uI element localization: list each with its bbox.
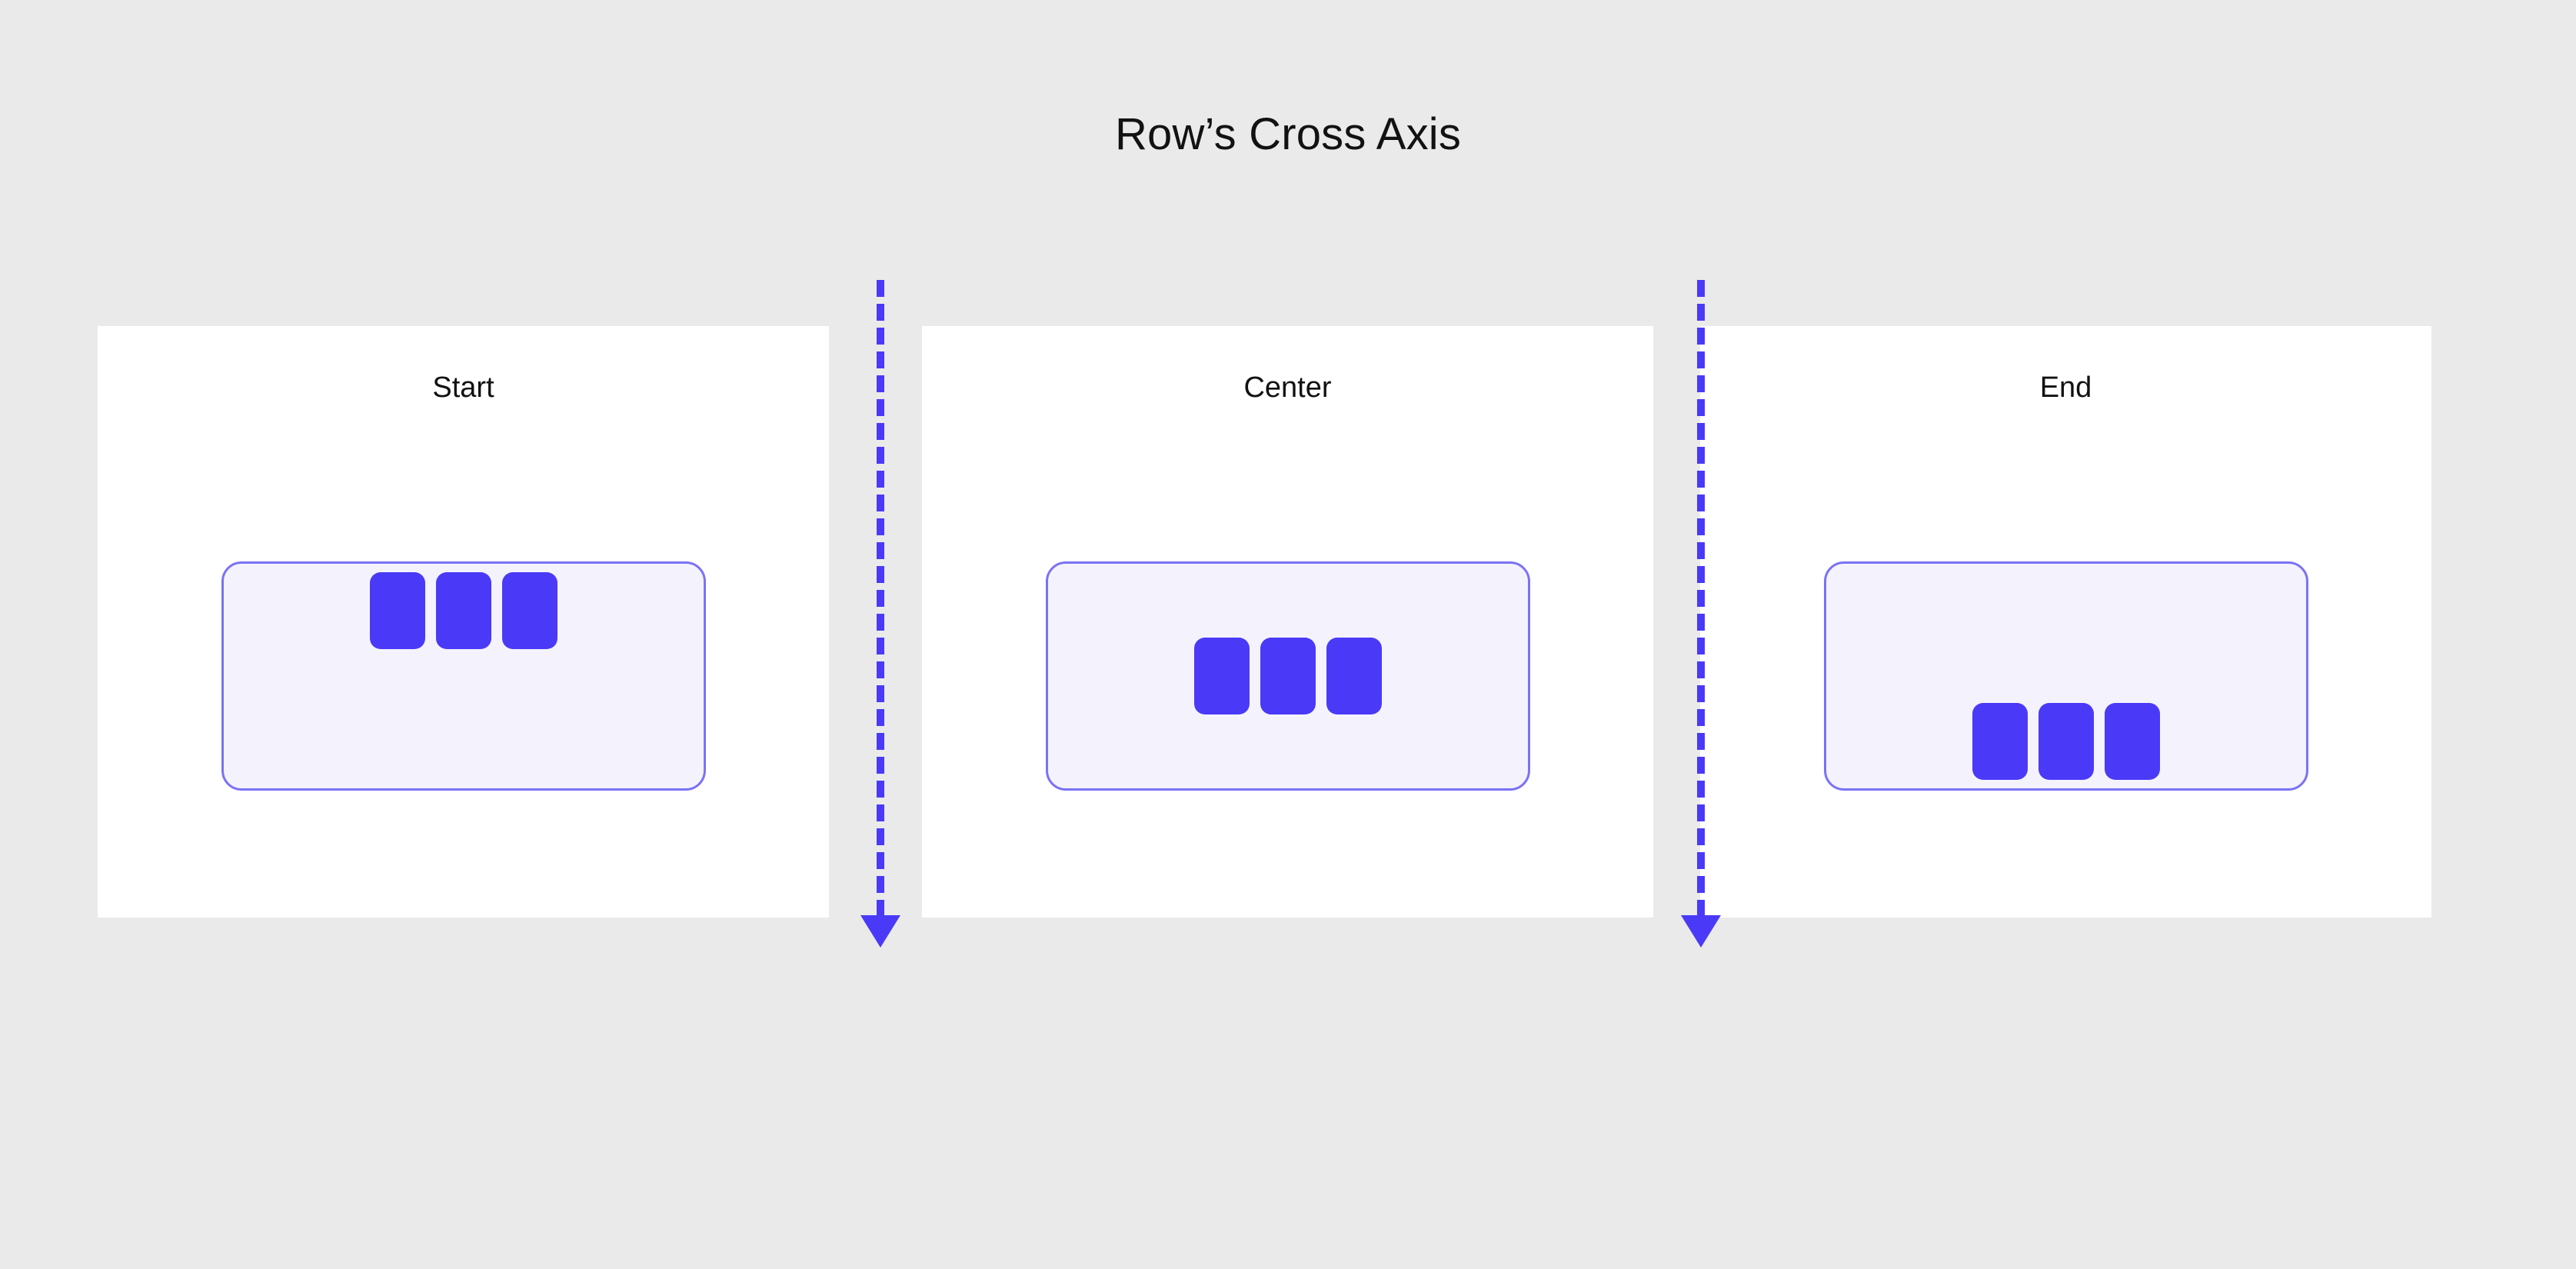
card-label-center: Center [1243,371,1332,404]
card-end: End [1700,326,2431,918]
card-label-end: End [2039,371,2092,404]
arrow-down-icon [1681,915,1721,948]
card-label-start: Start [432,371,494,404]
arrow-down-icon [860,915,900,948]
flex-item-box-1 [1972,703,2028,780]
card-start: Start [98,326,829,918]
card-center: Center [922,326,1653,918]
cross-axis-arrow-1 [860,280,900,949]
flex-item-box-2 [435,572,491,649]
flex-item-box-3 [2104,703,2160,780]
flex-item-box-3 [501,572,557,649]
page-title: Row’s Cross Axis [1114,109,1462,159]
flex-container-end [1823,561,2308,791]
dashed-line-icon [877,280,884,915]
flex-item-box-3 [1326,638,1382,714]
flex-item-box-2 [2038,703,2094,780]
flex-item-box-1 [1193,638,1250,714]
flex-item-box-2 [1260,638,1316,714]
cross-axis-arrow-2 [1681,280,1721,949]
flex-item-box-1 [369,572,425,649]
flex-container-center [1045,561,1530,791]
flex-container-start [221,561,706,791]
cards-row: Start Center End [98,326,2478,918]
dashed-line-icon [1697,280,1705,915]
